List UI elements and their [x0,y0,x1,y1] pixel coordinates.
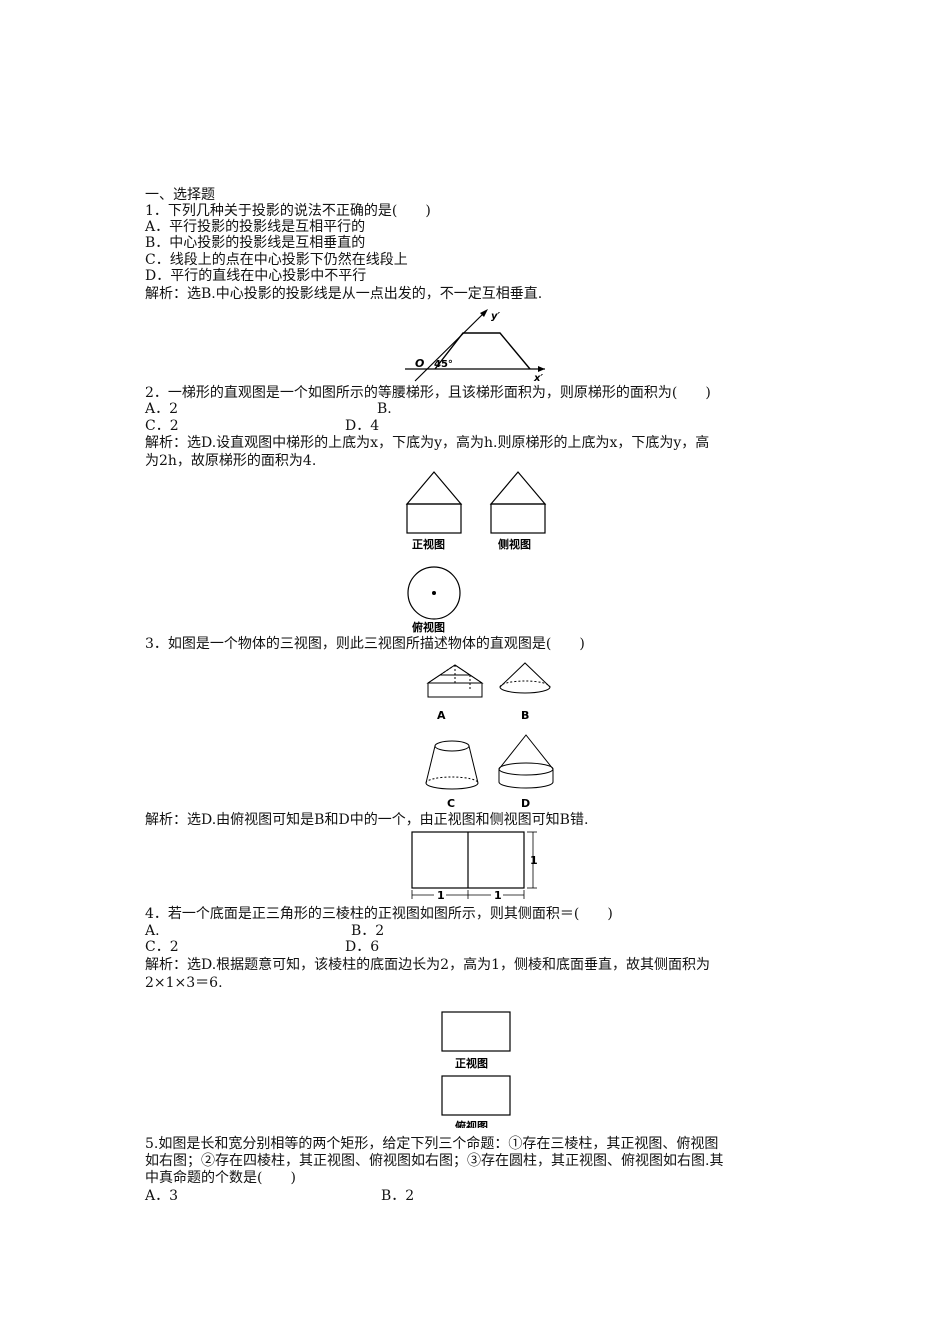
q3-side-view-cone [489,471,547,505]
q4-stem: 4．若一个底面是正三角形的三棱柱的正视图如图所示，则其侧面积＝( ) [145,906,613,922]
q3-choice-a-label: A [437,709,446,722]
q3-front-view-cone [405,471,463,505]
q3-choice-c-solid [425,740,479,790]
q5-views-figure: 正视图 俯视图 [441,1011,511,1128]
q4-front-view-figure: 1 1 1 [411,831,538,902]
q2-option-b: B. [377,401,392,417]
q4-option-a: A. [145,923,160,939]
q2-analysis-line2: 为2h，故原梯形的面积为4. [145,453,317,469]
q2-stem: 2．一梯形的直观图是一个如图所示的等腰梯形，且该梯形面积为，则原梯形的面积为( … [145,385,711,401]
q1-option-c: C．线段上的点在中心投影下仍然在线段上 [145,252,408,268]
q5-front-view-caption: 正视图 [455,1056,488,1070]
q3-top-view-caption: 俯视图 [412,620,445,634]
q2-y-arrow-icon [480,309,488,317]
q3-three-views-figure: 正视图 侧视图 俯视图 [405,471,547,634]
q4-height-label: 1 [530,854,538,867]
q5-stem-line1: 5.如图是长和宽分别相等的两个矩形，给定下列三个命题：①存在三棱柱，其正视图、俯… [145,1136,719,1152]
q1-stem: 1．下列几种关于投影的说法不正确的是( ) [145,203,431,219]
section-title: 一、选择题 [145,187,215,203]
q3-top-view-center [432,591,436,595]
q3-choice-b-label: B [521,709,529,722]
q3-front-view-cylinder [406,503,462,534]
q5-top-view-caption: 俯视图 [455,1119,488,1128]
q5-top-view-rect [441,1075,511,1116]
q2-x-arrow-icon [538,366,545,372]
q2-trapezoid [434,332,531,370]
q4-width-right-label: 1 [494,889,502,902]
q3-analysis: 解析：选D.由俯视图可知是B和D中的一个，由正视图和侧视图可知B错. [145,812,589,828]
q4-width-left-label: 1 [437,889,445,902]
q3-choice-b-solid [499,662,551,694]
q4-option-c: C．2 [145,939,179,955]
q4-option-b: B．2 [351,923,385,939]
q2-option-d: D．4 [345,418,380,434]
q3-front-view-caption: 正视图 [412,537,445,551]
q2-x-label: x′ [533,373,543,384]
q3-stem: 3．如图是一个物体的三视图，则此三视图所描述物体的直观图是( ) [145,636,585,652]
q3-side-view-caption: 侧视图 [498,537,531,551]
q3-choice-d-solid [498,734,554,789]
q2-analysis-line1: 解析：选D.设直观图中梯形的上底为x，下底为y，高为h.则原梯形的上底为x，下底… [145,435,710,451]
q4-analysis-line2: 2×1×3＝6. [145,975,223,991]
q2-trapezoid-figure: O 45° x′ y′ [405,309,545,384]
q2-origin-label: O [415,357,424,370]
q5-option-a: A．3 [145,1188,179,1204]
q2-option-a: A．2 [145,401,179,417]
q4-analysis-line1: 解析：选D.根据题意可知，该棱柱的底面边长为2，高为1，侧棱和底面垂直，故其侧面… [145,957,710,973]
q1-analysis: 解析：选B.中心投影的投影线是从一点出发的，不一定互相垂直. [145,286,543,302]
q3-top-view-circle [407,566,461,620]
q3-choice-d-label: D [521,797,530,810]
q3-side-view-cylinder [490,503,546,534]
q5-stem-line3: 中真命题的个数是( ) [145,1170,296,1186]
q3-choices-figure: A B C D [425,662,554,810]
q5-front-view-rect [441,1011,511,1052]
q4-option-d: D．6 [345,939,380,955]
q2-y-label: y′ [491,311,501,322]
q1-option-a: A．平行投影的投影线是互相平行的 [145,219,366,235]
q1-option-b: B．中心投影的投影线是互相垂直的 [145,235,366,251]
q3-choice-c-label: C [447,797,455,810]
q2-angle-label: 45° [434,359,453,370]
q2-option-c: C．2 [145,418,179,434]
q5-stem-line2: 如右图；②存在四棱柱，其正视图、俯视图如右图；③存在圆柱，其正视图、俯视图如右图… [145,1153,724,1169]
q2-y-axis [414,310,487,382]
q1-option-d: D．平行的直线在中心投影中不平行 [145,268,367,284]
q5-option-b: B．2 [381,1188,415,1204]
q3-choice-a-solid [426,664,484,698]
